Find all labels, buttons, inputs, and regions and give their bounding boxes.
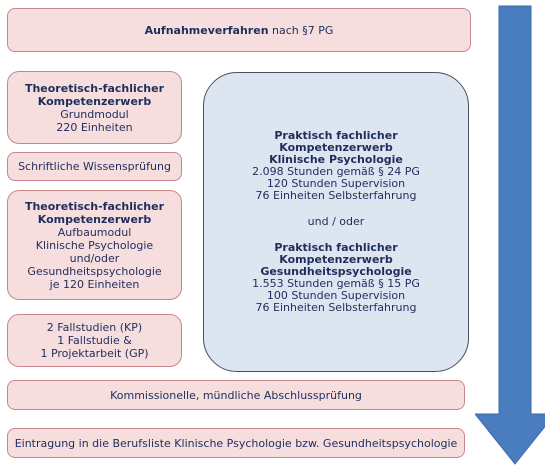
praxis-gp-line2: 100 Stunden Supervision <box>266 289 406 302</box>
arrow-shape <box>475 5 545 465</box>
step-abschlusspruefung: Kommissionelle, mündliche Abschlussprüfu… <box>7 380 465 410</box>
praxis-gp-line1: 1.553 Stunden gemäß § 15 PG <box>252 277 420 290</box>
aufnahme-label-rest: nach §7 PG <box>268 23 334 37</box>
praxis-kp-title-line2: Kompetenzerwerb <box>279 141 393 154</box>
step-fallstudien: 2 Fallstudien (KP) 1 Fallstudie & 1 Proj… <box>7 314 182 367</box>
aufbaumodul-title-line2: Kompetenzerwerb <box>37 212 152 226</box>
grundmodul-line1: Grundmodul <box>60 107 129 121</box>
step-aufnahmeverfahren: Aufnahmeverfahren nach §7 PG <box>7 8 471 52</box>
aufbaumodul-line5: je 120 Einheiten <box>49 277 140 291</box>
step-grundmodul: Theoretisch-fachlicher Kompetenzerwerb G… <box>7 71 182 144</box>
step-wissenspruefung: Schriftliche Wissensprüfung <box>7 152 182 181</box>
fallstudien-line2: 1 Fallstudie & <box>57 334 132 347</box>
praxis-gp-title-line3: Gesundheitspsychologie <box>260 265 412 278</box>
abschlusspruefung-label: Kommissionelle, mündliche Abschlussprüfu… <box>110 388 362 402</box>
aufnahme-label: Aufnahmeverfahren nach §7 PG <box>145 24 334 37</box>
fallstudien-line1: 2 Fallstudien (KP) <box>46 321 143 334</box>
fallstudien-line3: 1 Projektarbeit (GP) <box>40 347 149 360</box>
aufbaumodul-line1: Aufbaumodul <box>57 225 132 239</box>
praxis-gp-title-line1: Praktisch fachlicher <box>274 241 398 254</box>
eintragung-label: Eintragung in die Berufsliste Klinische … <box>14 436 458 450</box>
grundmodul-title-line1: Theoretisch-fachlicher <box>24 81 165 95</box>
process-flow-arrow <box>475 5 545 465</box>
praxis-kp-line1: 2.098 Stunden gemäß § 24 PG <box>252 165 420 178</box>
praxis-kp-line2: 120 Stunden Supervision <box>266 177 406 190</box>
praxis-kp-title-line3: Klinische Psychologie <box>269 153 403 166</box>
grundmodul-title-line2: Kompetenzerwerb <box>37 94 152 108</box>
praxis-gp-line3: 76 Einheiten Selbsterfahrung <box>255 301 417 314</box>
step-praktischer-kompetenzerwerb: Praktisch fachlicher Kompetenzerwerb Kli… <box>203 72 469 372</box>
aufnahme-label-bold: Aufnahmeverfahren <box>144 23 269 37</box>
aufbaumodul-line3: und/oder <box>69 251 120 265</box>
praxis-kp-title-line1: Praktisch fachlicher <box>274 129 398 142</box>
step-eintragung-berufsliste: Eintragung in die Berufsliste Klinische … <box>7 428 465 458</box>
praxis-separator: und / oder <box>307 215 365 228</box>
aufbaumodul-line2: Klinische Psychologie <box>35 238 154 252</box>
aufbaumodul-line4: Gesundheitspsychologie <box>27 264 162 278</box>
aufbaumodul-title-line1: Theoretisch-fachlicher <box>24 199 165 213</box>
praxis-gp-title-line2: Kompetenzerwerb <box>279 253 393 266</box>
praxis-kp-line3: 76 Einheiten Selbsterfahrung <box>255 189 417 202</box>
grundmodul-line2: 220 Einheiten <box>56 120 133 134</box>
step-aufbaumodul: Theoretisch-fachlicher Kompetenzerwerb A… <box>7 190 182 300</box>
wissenspruefung-label: Schriftliche Wissensprüfung <box>18 160 171 173</box>
